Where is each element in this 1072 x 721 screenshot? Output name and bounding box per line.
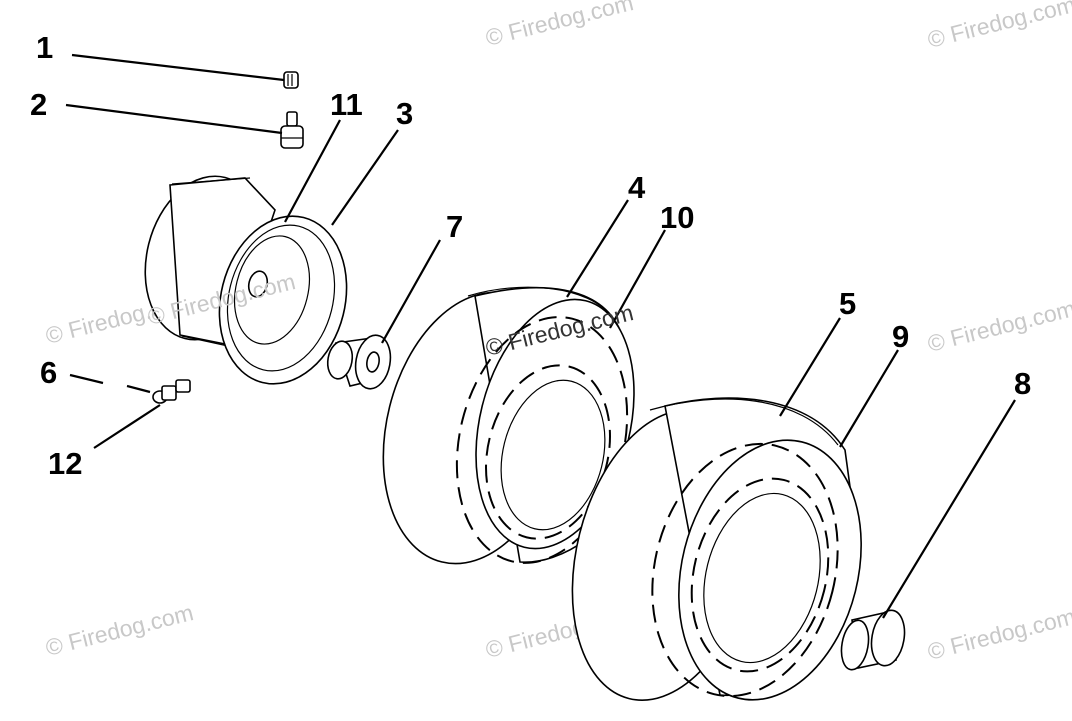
- leader-5: [779, 317, 841, 417]
- callout-8: 8: [1014, 366, 1031, 401]
- callout-6: 6: [40, 355, 57, 390]
- leader-11: [284, 119, 341, 223]
- callout-1: 1: [36, 30, 53, 65]
- callout-9: 9: [892, 319, 909, 354]
- watermark-mid-right: © Firedog.com: [925, 295, 1072, 357]
- callout-2: 2: [30, 87, 47, 122]
- callout-7: 7: [446, 209, 463, 244]
- wheel-bushing: [840, 609, 906, 671]
- watermark-top-center: © Firedog.com: [483, 0, 636, 51]
- callout-4: 4: [628, 170, 646, 205]
- callout-3: 3: [396, 96, 413, 131]
- flanged-bushing: [326, 334, 392, 390]
- callout-labels: 1 2 3 4 5 6 7 8 9 10 11 12: [30, 30, 1031, 481]
- watermark-bottom-right: © Firedog.com: [925, 603, 1072, 665]
- leader-10: [609, 229, 666, 329]
- leader-7: [381, 239, 441, 344]
- leader-6: [69, 373, 104, 385]
- grease-fitting: [152, 379, 191, 404]
- leader-12: [93, 404, 161, 449]
- callout-12: 12: [48, 446, 82, 481]
- watermark-top-right: © Firedog.com: [925, 0, 1072, 53]
- leader-9: [839, 349, 899, 448]
- leader-8: [882, 399, 1016, 619]
- rear-tire: [571, 397, 862, 701]
- callout-10: 10: [660, 200, 694, 235]
- leader-4: [566, 199, 629, 298]
- leader-6b: [126, 384, 151, 394]
- callout-11: 11: [330, 87, 363, 122]
- watermark-bottom-left: © Firedog.com: [43, 599, 196, 661]
- callout-5: 5: [839, 286, 856, 321]
- valve-cap: [283, 71, 299, 89]
- front-tire: [382, 286, 635, 565]
- wheel-rim: [144, 175, 348, 385]
- valve-stem: [280, 111, 304, 149]
- leader-2: [65, 103, 283, 135]
- leader-1: [71, 53, 285, 82]
- leader-lines: [65, 53, 1016, 619]
- leader-3: [331, 129, 399, 226]
